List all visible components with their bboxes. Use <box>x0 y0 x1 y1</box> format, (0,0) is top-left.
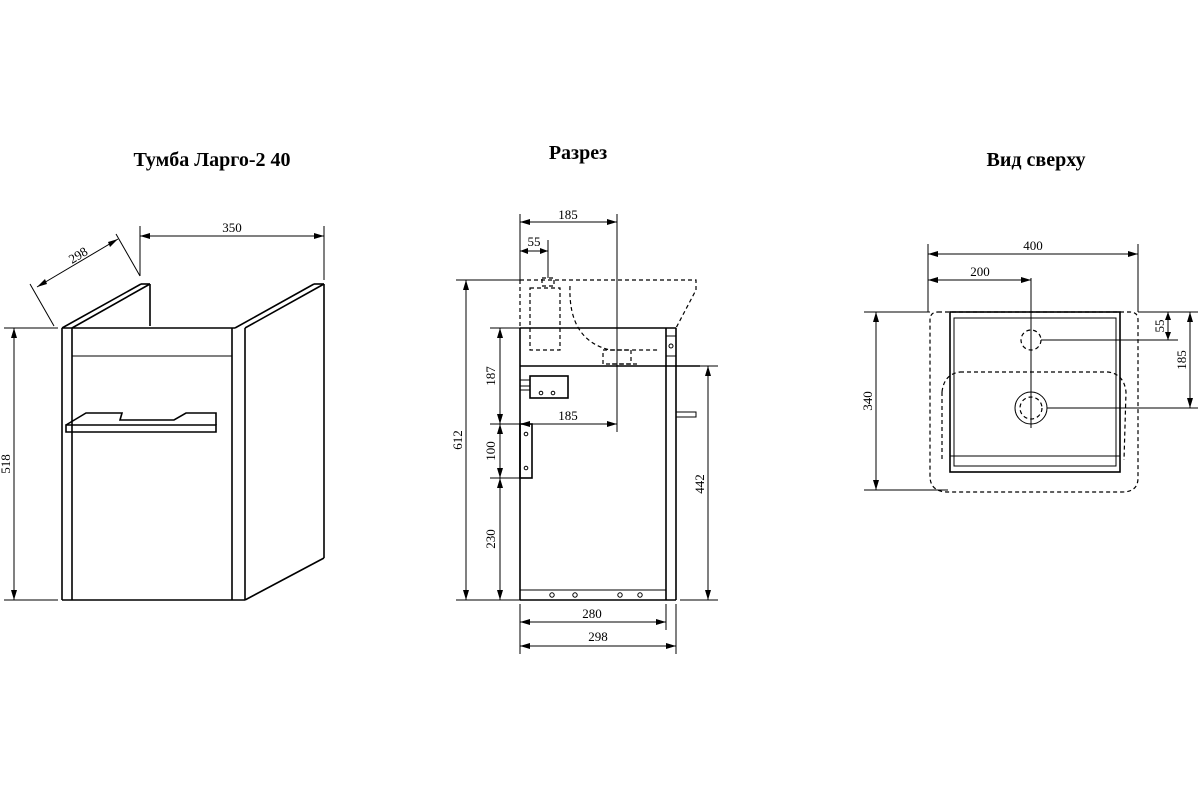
height-chain-dimension: 187 100 230 <box>483 327 520 600</box>
outer-depth-label: 298 <box>588 629 608 644</box>
height-label: 518 <box>0 454 13 474</box>
drain-offset-dimension: 185 <box>1047 311 1198 409</box>
drain-offset-label: 185 <box>1174 350 1189 370</box>
section-view: 185 55 185 612 <box>450 207 718 654</box>
top-width-dimension: 185 <box>519 207 618 432</box>
upper-label: 187 <box>483 366 498 386</box>
width-label: 350 <box>222 220 242 235</box>
basin-top-outline <box>929 311 1139 493</box>
body-height-dimension: 442 <box>680 365 718 601</box>
top-width-dimension: 400 <box>927 238 1139 312</box>
top-view: 400 200 340 55 <box>860 238 1198 493</box>
top-depth-label: 340 <box>860 391 875 411</box>
hole-offset-label: 55 <box>1152 320 1167 333</box>
towel-bar <box>65 412 217 433</box>
front-view: 298 350 518 <box>0 220 325 601</box>
mounting-brackets <box>519 375 569 479</box>
depth-dimensions: 280 298 <box>519 604 677 654</box>
front-view-title: Тумба Ларго-2 40 <box>134 149 291 171</box>
cabinet-section <box>519 327 700 601</box>
top-width-label: 185 <box>558 207 578 222</box>
half-width-dimension: 200 <box>928 264 1031 283</box>
width-dimension: 350 <box>139 220 325 280</box>
body-height-label: 442 <box>692 474 707 494</box>
offset-label: 55 <box>528 234 541 249</box>
cabinet-top <box>949 311 1121 473</box>
offset-dimension: 55 <box>520 234 549 278</box>
top-width-label: 400 <box>1023 238 1043 253</box>
depth-dimension: 298 <box>29 233 141 327</box>
basin-outline <box>519 277 697 365</box>
middle-label: 100 <box>483 441 498 461</box>
total-height-dimension: 612 <box>450 279 520 601</box>
top-depth-dimension: 340 <box>860 311 948 491</box>
half-width-label: 200 <box>970 264 990 279</box>
section-view-title: Разрез <box>549 142 607 164</box>
inner-depth-label: 280 <box>582 606 602 621</box>
hole-offset-dimension: 55 <box>1041 311 1178 341</box>
inner-width-label: 185 <box>558 408 578 423</box>
inner-width-dimension: 185 <box>520 408 617 427</box>
top-view-title: Вид сверху <box>987 149 1086 171</box>
lower-label: 230 <box>483 529 498 549</box>
depth-label: 298 <box>66 244 90 267</box>
height-dimension: 518 <box>0 327 58 601</box>
cabinet-body <box>61 283 325 601</box>
total-height-label: 612 <box>450 430 465 450</box>
